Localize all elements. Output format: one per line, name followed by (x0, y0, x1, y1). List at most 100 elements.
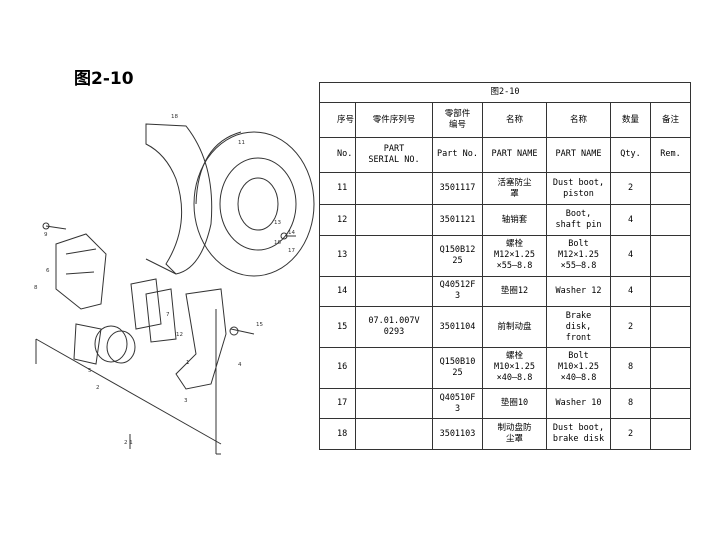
brake-pad-1 (130, 278, 162, 330)
cell-qty: 4 (610, 204, 651, 236)
cell-name-en: Washer 12 (546, 275, 611, 308)
cell-name-cn: 螺栓 M12×1.25 ×55—8.8 (482, 234, 547, 277)
cell-part-no: Q40510F 3 (432, 387, 483, 420)
callout-8: 8 (34, 285, 38, 291)
cell-rem (649, 275, 692, 308)
cell-name-cn: 制动盘防 尘罩 (482, 418, 547, 450)
cell-rem (649, 171, 692, 206)
cell-qty: 2 (610, 306, 651, 348)
cell-part-no: 3501117 (432, 171, 483, 206)
cell-no: 14 (319, 275, 356, 308)
cell-part-no: 3501104 (432, 306, 483, 348)
cell-name-en: Boot, shaft pin (546, 204, 611, 236)
callout-2: 2 (96, 385, 100, 391)
callout-12: 12 (176, 332, 183, 338)
header-cell-cn: 名称 (482, 102, 547, 139)
header-cell-en: PART NAME (546, 137, 611, 173)
cell-qty: 2 (610, 418, 651, 450)
header-cell-en: Qty. (610, 137, 651, 173)
brake-disk-hub (237, 177, 279, 231)
cell-name-cn: 活塞防尘 罩 (482, 171, 547, 206)
cell-name-en: Dust boot, brake disk (546, 418, 611, 450)
parts-table: 图2-10 序号零件序列号零部件 编号名称名称数量备注 No.PART SERI… (318, 81, 692, 450)
cell-qty: 8 (610, 387, 651, 420)
cell-name-cn: 垫圈12 (482, 275, 547, 308)
piston-drawing (94, 325, 128, 363)
header-cell-en: PART NAME (482, 137, 547, 173)
header-cell-cn: 零件序列号 (355, 102, 433, 139)
cell-serial (355, 418, 433, 450)
header-cell-en: Part No. (432, 137, 483, 173)
header-cell-cn: 名称 (546, 102, 611, 139)
cell-name-en: Bolt M10×1.25 ×40—8.8 (546, 347, 611, 389)
header-cell-cn: 序号 (319, 102, 356, 139)
exploded-parts-diagram: 18 11 13 14 16 17 15 12 9 8 6 1 2 5 3 4 … (34, 114, 315, 455)
cell-name-cn: 螺栓 M10×1.25 ×40—8.8 (482, 347, 547, 389)
cell-part-no: Q150B12 25 (432, 234, 483, 277)
header-cell-cn: 备注 (649, 102, 692, 139)
cell-name-cn: 垫圈10 (482, 387, 547, 420)
cell-no: 12 (319, 204, 356, 236)
cell-qty: 4 (610, 234, 651, 277)
callout-11: 11 (238, 140, 245, 146)
cell-qty: 4 (610, 275, 651, 308)
cell-qty: 2 (610, 171, 651, 206)
cell-no: 17 (319, 387, 356, 420)
brake-disk-inner (219, 157, 297, 251)
header-cell-en: Rem. (649, 137, 692, 173)
cell-part-no: Q150B10 25 (432, 347, 483, 389)
cell-serial: 07.01.007V 0293 (355, 306, 433, 348)
callout-15: 15 (256, 322, 263, 328)
callout-6: 6 (46, 268, 50, 274)
cell-serial (355, 347, 433, 389)
callout-4: 4 (238, 362, 242, 368)
cell-name-en: Bolt M12×1.25 ×55—8.8 (546, 234, 611, 277)
callout-16: 16 (274, 240, 281, 246)
cell-serial (355, 275, 433, 308)
callout-7: 7 (166, 312, 170, 318)
brake-pad-2 (145, 288, 177, 343)
cell-part-no: 3501103 (432, 418, 483, 450)
cell-serial (355, 387, 433, 420)
dust-shield-drawing (145, 123, 213, 275)
callout-18: 18 (171, 114, 178, 120)
callout-1: 1 (186, 360, 190, 366)
callout-13: 13 (274, 220, 281, 226)
table-caption: 图2-10 (318, 81, 692, 104)
header-cell-en: No. (319, 137, 356, 173)
cell-no: 16 (319, 347, 356, 389)
header-cell-cn: 数量 (610, 102, 651, 139)
cell-rem (649, 234, 692, 277)
cell-name-cn: 轴销套 (482, 204, 547, 236)
header-cell-en: PART SERIAL NO. (355, 137, 433, 173)
cell-name-cn: 前制动盘 (482, 306, 547, 348)
carrier-bracket-drawing (175, 288, 227, 390)
callout-3: 3 (184, 398, 188, 404)
cell-no: 11 (319, 171, 356, 206)
callout-21: 2 1 (124, 440, 133, 446)
caliper-body-drawing (55, 233, 107, 310)
callout-5: 5 (88, 368, 92, 374)
cell-part-no: Q40512F 3 (432, 275, 483, 308)
header-cell-cn: 零部件 编号 (432, 102, 483, 139)
cell-rem (649, 306, 692, 348)
cell-serial (355, 234, 433, 277)
cell-rem (649, 347, 692, 389)
cell-rem (649, 204, 692, 236)
cell-no: 18 (319, 418, 356, 450)
figure-title: 图2-10 (74, 69, 134, 89)
header-row-cn: 序号零件序列号零部件 编号名称名称数量备注 (319, 102, 692, 139)
cell-qty: 8 (610, 347, 651, 389)
cell-name-en: Washer 10 (546, 387, 611, 420)
cell-serial (355, 171, 433, 206)
callout-9: 9 (44, 232, 48, 238)
cell-serial (355, 204, 433, 236)
